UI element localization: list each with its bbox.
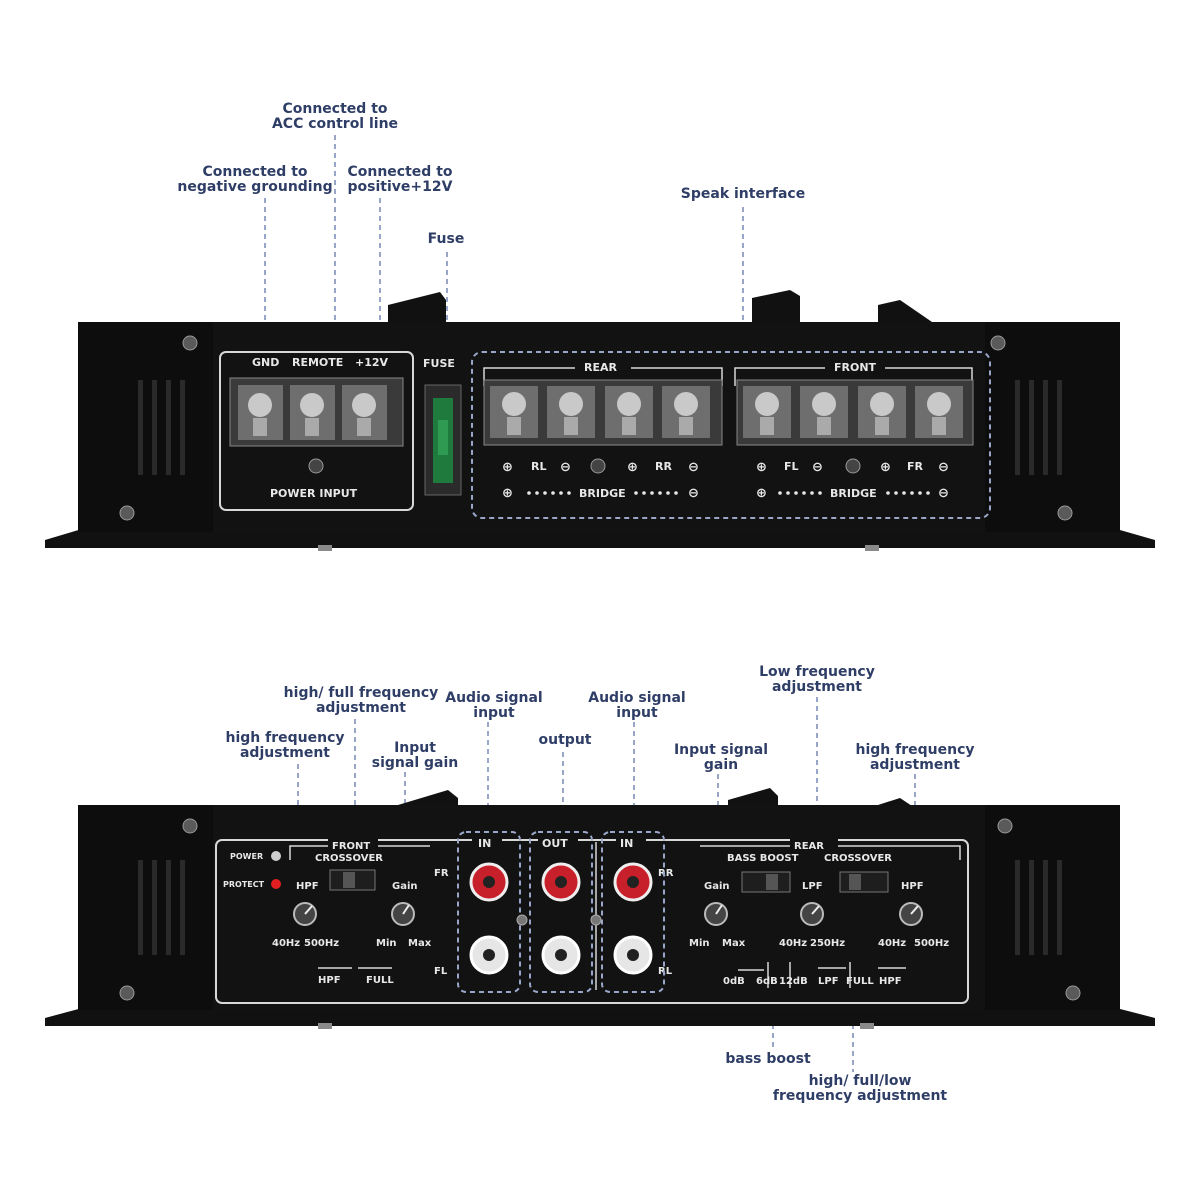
label-in-left: IN — [478, 837, 491, 850]
label-gain-rear: Gain — [704, 881, 730, 892]
label-rr: RR — [655, 460, 672, 473]
callout-output: output — [538, 732, 592, 748]
rear-crossover-switch[interactable] — [839, 871, 889, 893]
bottom-amplifier: POWER PROTECT FRONT CROSSOVER HPF 40Hz 5… — [45, 788, 1155, 1029]
label-fl: FL — [784, 460, 799, 473]
power-terminals — [229, 377, 404, 447]
label-front: FRONT — [834, 361, 877, 374]
callout-audio-input-left: Audio signal input — [445, 690, 543, 721]
minus-rl: ⊖ — [560, 460, 571, 475]
power-led — [271, 851, 281, 861]
label-full-marker-front: FULL — [366, 975, 394, 986]
minus-fr: ⊖ — [938, 460, 949, 475]
label-hpf-marker-front: HPF — [318, 975, 341, 986]
label-12db: 12dB — [779, 976, 808, 987]
label-40hz-rear-lpf: 40Hz — [779, 938, 807, 949]
callout-low-frequency: Low frequency adjustment — [759, 664, 875, 695]
plus-bridge-front: ⊕ — [756, 486, 767, 501]
label-protect-led: PROTECT — [223, 880, 265, 889]
label-40hz-rear-hpf: 40Hz — [878, 938, 906, 949]
callout-acc-control-line: Connected to ACC control line — [271, 101, 399, 132]
plus-rl: ⊕ — [502, 460, 513, 475]
minus-bridge-rear: ⊖ — [688, 486, 699, 501]
plus-fr: ⊕ — [880, 460, 891, 475]
label-250hz: 250Hz — [810, 938, 845, 949]
minus-rr: ⊖ — [688, 460, 699, 475]
label-fl-rca: FL — [434, 966, 448, 977]
plus-fl: ⊕ — [756, 460, 767, 475]
label-power-input: POWER INPUT — [270, 487, 358, 500]
speaker-terminals — [483, 379, 974, 446]
label-gnd: GND — [252, 356, 279, 369]
label-fr-rca: FR — [434, 868, 449, 879]
label-6db: 6dB — [756, 976, 778, 987]
top-amplifier: GND REMOTE +12V POWER INPUT FUSE REAR FR… — [45, 290, 1155, 551]
label-min-rear: Min — [689, 938, 710, 949]
label-lpf-rear: LPF — [802, 881, 823, 892]
label-max-rear: Max — [722, 938, 746, 949]
callout-input-signal-gain-left: Input signal gain — [371, 740, 459, 771]
rca-jacks — [469, 862, 653, 975]
callout-input-signal-gain-right: Input signal gain — [673, 742, 769, 773]
label-max-front: Max — [408, 938, 432, 949]
label-power-led: POWER — [230, 852, 263, 861]
label-lpf-marker: LPF — [818, 976, 839, 987]
plus-rr: ⊕ — [627, 460, 638, 475]
label-rl-rca: RL — [658, 966, 673, 977]
callout-negative-grounding: Connected to negative grounding — [177, 164, 333, 195]
label-front-bottom: FRONT — [332, 841, 370, 852]
label-0db: 0dB — [723, 976, 745, 987]
callout-high-frequency-left: high frequency adjustment — [225, 730, 345, 761]
label-crossover-front: CROSSOVER — [315, 853, 383, 864]
label-500hz-front: 500Hz — [304, 938, 339, 949]
label-hpf-front: HPF — [296, 881, 319, 892]
callout-audio-input-right: Audio signal input — [588, 690, 686, 721]
label-rl: RL — [531, 460, 546, 473]
callout-high-full-frequency: high/ full frequency adjustment — [283, 685, 439, 716]
label-rear-bottom: REAR — [794, 841, 824, 852]
label-hpf-rear: HPF — [901, 881, 924, 892]
label-rr-rca: RR — [658, 868, 674, 879]
label-bridge-front: BRIDGE — [830, 487, 877, 500]
callout-high-frequency-right: high frequency adjustment — [855, 742, 975, 773]
label-bass-boost: BASS BOOST — [727, 853, 799, 864]
label-min-front: Min — [376, 938, 397, 949]
plus-bridge-rear: ⊕ — [502, 486, 513, 501]
label-fuse: FUSE — [423, 357, 455, 370]
label-40hz-front: 40Hz — [272, 938, 300, 949]
protect-led — [271, 879, 281, 889]
label-hpf-marker-rear: HPF — [879, 976, 902, 987]
callout-bass-boost: bass boost — [725, 1051, 811, 1067]
callout-positive-12v: Connected to positive+12V — [347, 164, 453, 195]
label-crossover-rear: CROSSOVER — [824, 853, 892, 864]
label-bridge-rear: BRIDGE — [579, 487, 626, 500]
label-gain-front: Gain — [392, 881, 418, 892]
minus-fl: ⊖ — [812, 460, 823, 475]
label-remote: REMOTE — [292, 356, 343, 369]
label-in-right: IN — [620, 837, 633, 850]
callout-speak-interface: Speak interface — [680, 186, 806, 202]
label-500hz-rear: 500Hz — [914, 938, 949, 949]
label-out: OUT — [542, 837, 568, 850]
label-full-marker-rear: FULL — [846, 976, 874, 987]
label-rear: REAR — [584, 361, 617, 374]
minus-bridge-front: ⊖ — [938, 486, 949, 501]
callout-high-full-low-frequency: high/ full/low frequency adjustment — [772, 1073, 948, 1104]
label-fr: FR — [907, 460, 924, 473]
label-plus12v: +12V — [355, 356, 389, 369]
callout-fuse: Fuse — [427, 231, 465, 247]
